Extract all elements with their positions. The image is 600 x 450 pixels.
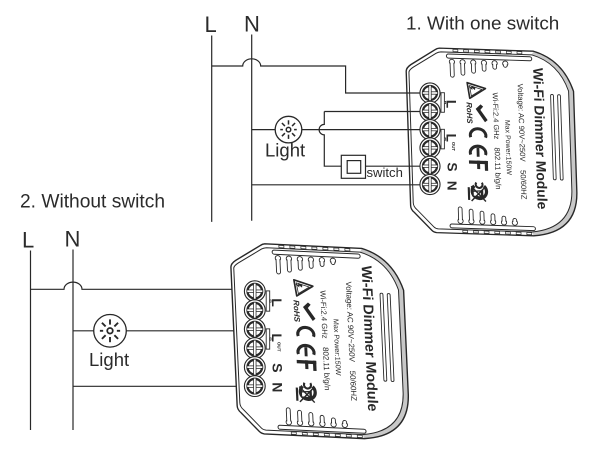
svg-text:N: N (444, 181, 459, 191)
svg-text:Voltage: AC 90V~250V 50/60H: Voltage: AC 90V~250V 50/60HZ (516, 83, 529, 200)
svg-text:N: N (244, 12, 260, 37)
svg-text:1. With one switch: 1. With one switch (406, 14, 559, 35)
svg-text:Max Power:150W: Max Power:150W (332, 319, 344, 376)
svg-text:RoHS: RoHS (465, 102, 475, 124)
svg-text:Wi-Fi:2.4 GHz: Wi-Fi:2.4 GHz (491, 92, 502, 139)
svg-text:L: L (269, 298, 285, 307)
svg-text:L: L (205, 12, 217, 37)
svg-text:Wi-Fi Dimmer Module: Wi-Fi Dimmer Module (358, 265, 381, 412)
svg-text:OUT: OUT (276, 342, 281, 352)
svg-text:L: L (22, 228, 34, 253)
svg-text:802.11 b/g/n: 802.11 b/g/n (493, 147, 503, 189)
svg-text:2. Without switch: 2. Without switch (20, 192, 165, 213)
svg-text:OUT: OUT (451, 142, 456, 152)
svg-text:Light: Light (89, 349, 129, 370)
svg-text:Max Power:150W: Max Power:150W (503, 120, 512, 176)
svg-text:Wi-Fi Dimmer Module: Wi-Fi Dimmer Module (530, 68, 551, 210)
svg-text:switch: switch (367, 165, 403, 180)
svg-text:Wi-Fi:2.4 GHz: Wi-Fi:2.4 GHz (318, 290, 329, 339)
svg-text:N: N (65, 227, 81, 252)
svg-text:RoHS: RoHS (291, 300, 301, 323)
svg-text:S: S (269, 363, 285, 372)
svg-text:L: L (444, 100, 459, 108)
svg-text:802.11 b/g/n: 802.11 b/g/n (321, 347, 332, 391)
svg-text:N: N (270, 382, 285, 392)
svg-text:Light: Light (265, 140, 305, 161)
svg-text:S: S (444, 162, 459, 171)
svg-text:L: L (444, 134, 459, 142)
svg-text:L: L (269, 333, 285, 342)
